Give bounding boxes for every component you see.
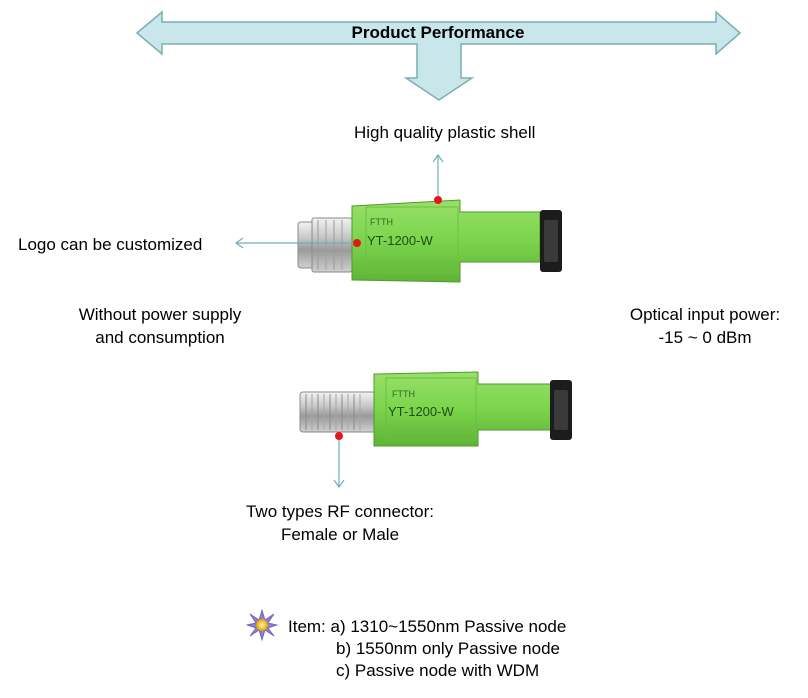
- logo-marker: [353, 239, 361, 247]
- logo-label: Logo can be customized: [18, 235, 203, 254]
- optical-label-line2: -15 ~ 0 dBm: [658, 328, 752, 347]
- shell-label: High quality plastic shell: [354, 123, 536, 142]
- star-bullet-icon: [245, 608, 279, 642]
- rf-label-line2: Female or Male: [280, 525, 400, 544]
- logo-callout-arrowhead: [234, 237, 244, 249]
- device-bottom: FTTH YT-1200-W: [299, 371, 572, 447]
- optical-label-line1: Optical input power:: [629, 305, 781, 324]
- shell-callout-arrowhead: [432, 153, 444, 163]
- device-top: FTTH YT-1200-W: [297, 199, 562, 283]
- item-line-c: c) Passive node with WDM: [336, 661, 540, 680]
- power-label-line1: Without power supply: [78, 305, 242, 324]
- device-model-top: YT-1200-W: [367, 233, 433, 248]
- rf-callout-arrowhead: [333, 479, 345, 489]
- device-model-bottom: YT-1200-W: [388, 404, 454, 419]
- item-line-a: Item: a) 1310~1550nm Passive node: [288, 617, 567, 636]
- rf-label-line1: Two types RF connector:: [245, 502, 435, 521]
- shell-marker: [434, 196, 442, 204]
- page-title: Product Performance: [351, 23, 525, 42]
- device-brand-top: FTTH: [370, 217, 393, 227]
- device-brand-bottom: FTTH: [392, 389, 415, 399]
- power-label-line2: and consumption: [95, 328, 225, 347]
- rf-marker: [335, 432, 343, 440]
- header-arrow: [135, 10, 742, 101]
- item-line-b: b) 1550nm only Passive node: [336, 639, 560, 658]
